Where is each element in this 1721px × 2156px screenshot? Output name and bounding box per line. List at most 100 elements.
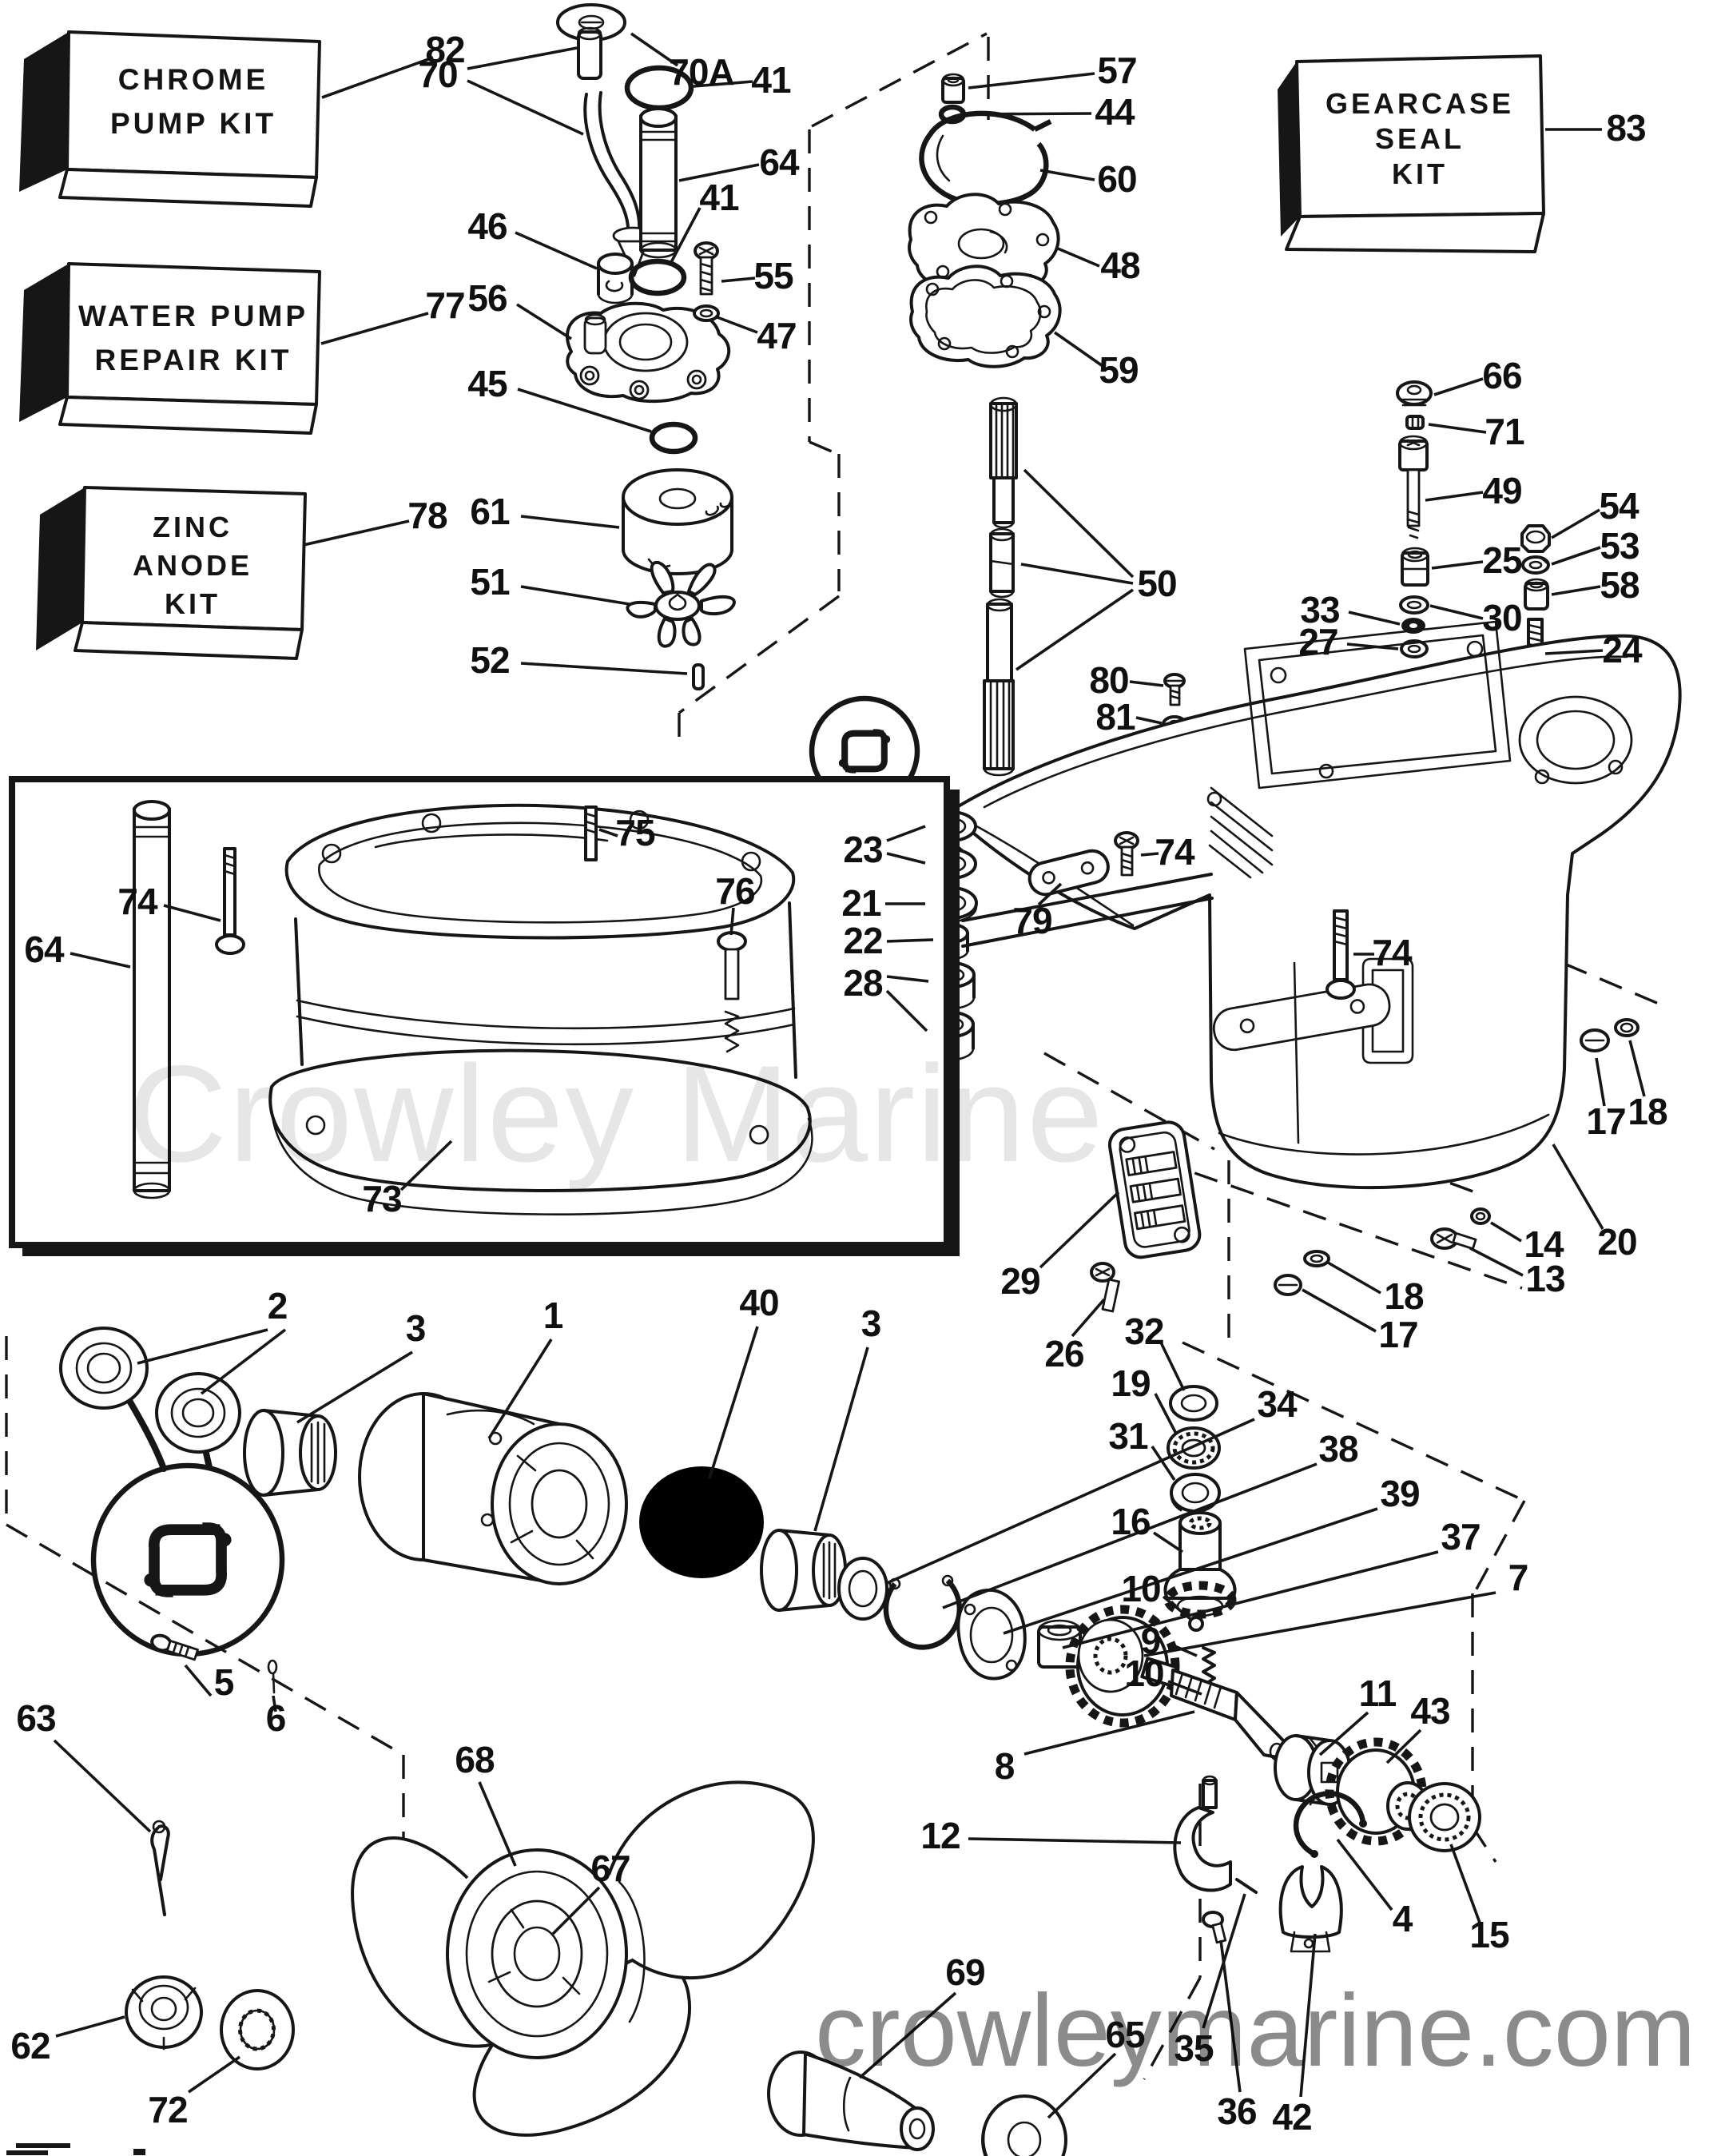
callout-60: 60 (1097, 158, 1137, 200)
callout-74: 74 (1155, 831, 1194, 873)
part-propeller-67-68 (351, 1780, 815, 2137)
callout-77: 77 (425, 284, 465, 326)
callout-22: 22 (843, 920, 883, 961)
part-screw-74-inset (215, 847, 245, 955)
callout-44: 44 (1095, 91, 1135, 133)
watermark-site-url: crowleymarine.com (815, 1974, 1696, 2088)
part-pin-35 (1235, 1878, 1258, 1894)
kit-label-water-pump: WATER PUMP REPAIR KIT (70, 294, 316, 382)
callout-15: 15 (1469, 1914, 1509, 1955)
part-pin-52 (692, 663, 705, 690)
kit-line: PUMP KIT (109, 107, 277, 140)
callout-54: 54 (1599, 485, 1639, 527)
part-pinion-16 (1163, 1511, 1237, 1619)
callout-10: 10 (1121, 1568, 1161, 1609)
callout-32: 32 (1124, 1311, 1164, 1352)
callout-72: 72 (148, 2089, 188, 2130)
callout-75: 75 (615, 812, 655, 853)
kit-label-zinc-anode: ZINC ANODE KIT (84, 508, 301, 623)
callout-76: 76 (715, 870, 755, 912)
kit-label-chrome-pump: CHROME PUMP KIT (70, 58, 316, 145)
callout-14: 14 (1524, 1223, 1564, 1265)
part-washer-18-top (1614, 1018, 1640, 1037)
kit-line: REPAIR KIT (94, 344, 292, 376)
callout-45: 45 (467, 363, 507, 404)
part-spring-9 (1202, 1646, 1216, 1686)
callout-78: 78 (407, 495, 447, 536)
callout-67: 67 (590, 1848, 630, 1889)
callout-65: 65 (1105, 2014, 1145, 2055)
callout-33: 33 (1300, 589, 1340, 630)
part-bearing-19 (1167, 1426, 1221, 1470)
part-washer-47 (693, 304, 720, 322)
callout-38: 38 (1318, 1428, 1358, 1470)
callout-51: 51 (470, 561, 510, 603)
kit-line: KIT (1392, 157, 1448, 190)
part-tube-64 (639, 107, 678, 259)
part-plate-48 (908, 193, 1060, 296)
part-prop-nut-62 (125, 1975, 203, 2051)
part-cradle-12 (1173, 1775, 1232, 1892)
callout-24: 24 (1602, 629, 1642, 670)
callout-30: 30 (1482, 597, 1522, 638)
callout-59: 59 (1099, 349, 1139, 391)
callout-74: 74 (1372, 932, 1412, 973)
part-bolt-74b (1326, 909, 1356, 1000)
part-washer-27 (1400, 639, 1429, 658)
part-seals-2 (59, 1327, 241, 1454)
callout-83: 83 (1606, 107, 1646, 149)
part-oring-45 (649, 421, 698, 455)
part-propshaft-8 (1140, 1657, 1286, 1761)
callout-79: 79 (1012, 900, 1052, 941)
part-washer-65 (981, 2094, 1067, 2156)
part-gasket-59 (909, 265, 1062, 368)
callout-13: 13 (1525, 1258, 1565, 1299)
part-clip-4 (1293, 1791, 1367, 1858)
part-exhaust-housing-73 (268, 803, 813, 1215)
callout-66: 66 (1482, 355, 1522, 396)
part-screw-49 (1398, 435, 1429, 539)
callout-58: 58 (1600, 564, 1640, 606)
kit-box-gearcase-seal (1278, 54, 1545, 253)
callout-19: 19 (1111, 1362, 1151, 1404)
callout-68: 68 (455, 1739, 495, 1780)
kit-line: ZINC (153, 511, 233, 543)
part-retaining-ring-60 (919, 110, 1052, 207)
callout-27: 27 (1298, 621, 1338, 662)
part-screw-17-bottom (1274, 1274, 1302, 1296)
callout-40: 40 (739, 1282, 779, 1323)
part-ball-10a (1188, 1616, 1204, 1632)
part-snap-ring-38 (883, 1574, 963, 1650)
kit-box-zinc-anode (36, 486, 307, 660)
part-washer-32 (1169, 1385, 1218, 1422)
callout-16: 16 (1111, 1501, 1151, 1542)
kit-line: GEARCASE (1325, 87, 1515, 120)
callout-80: 80 (1089, 659, 1129, 701)
callout-21: 21 (841, 882, 881, 924)
callout-56: 56 (467, 277, 507, 319)
callout-28: 28 (843, 962, 883, 1004)
callout-8: 8 (994, 1745, 1016, 1787)
part-stud-75 (584, 806, 598, 861)
part-screw-26 (1090, 1262, 1120, 1313)
part-bearing-15 (1408, 1782, 1481, 1852)
part-nut-71 (1405, 415, 1425, 430)
callout-63: 63 (16, 1697, 56, 1739)
kit-label-gearcase-seal: GEARCASE SEAL KIT (1300, 86, 1540, 192)
callout-62: 62 (10, 2025, 50, 2066)
part-plate-39 (956, 1588, 1027, 1681)
kit-line: ANODE (132, 549, 252, 582)
watermark-crowley-marine: Crowley Marine (128, 1037, 1105, 1191)
callout-36: 36 (1217, 2090, 1257, 2132)
part-screw-17-top (1580, 1028, 1610, 1052)
callout-39: 39 (1380, 1473, 1420, 1514)
part-carrier-1 (358, 1392, 628, 1585)
callout-17: 17 (1378, 1314, 1418, 1355)
part-clutch-11 (1274, 1734, 1352, 1806)
callout-31: 31 (1108, 1415, 1148, 1457)
part-gearcase-housing-20 (948, 620, 1682, 1190)
part-washer-34 (837, 1557, 888, 1621)
part-plug-66 (1396, 380, 1433, 407)
